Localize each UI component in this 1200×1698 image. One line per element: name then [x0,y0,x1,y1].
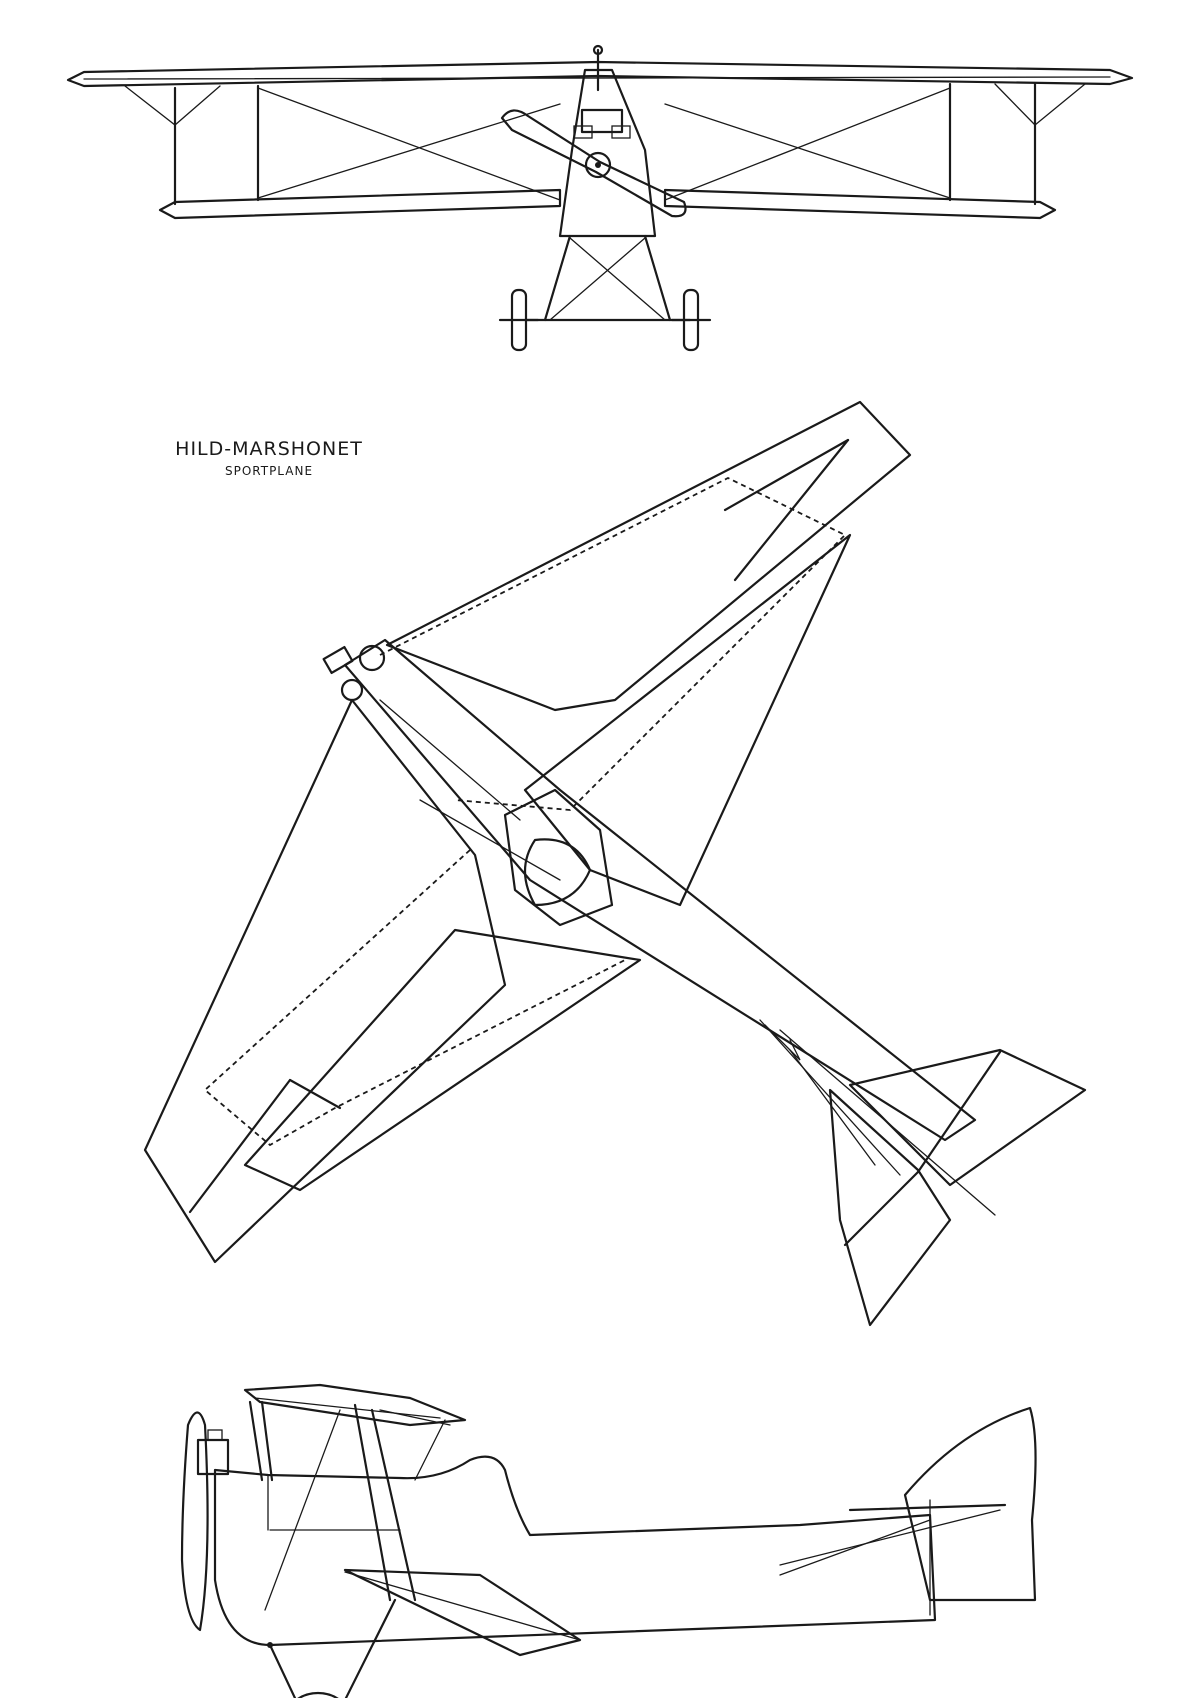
front-view [66,44,1134,352]
drawing-title: HILD-MARSHONET SPORTPLANE [164,438,374,478]
aircraft-name: HILD-MARSHONET [175,438,363,460]
plan-view [143,400,1087,1327]
side-view [180,1383,1037,1698]
aircraft-type: SPORTPLANE [224,464,314,478]
